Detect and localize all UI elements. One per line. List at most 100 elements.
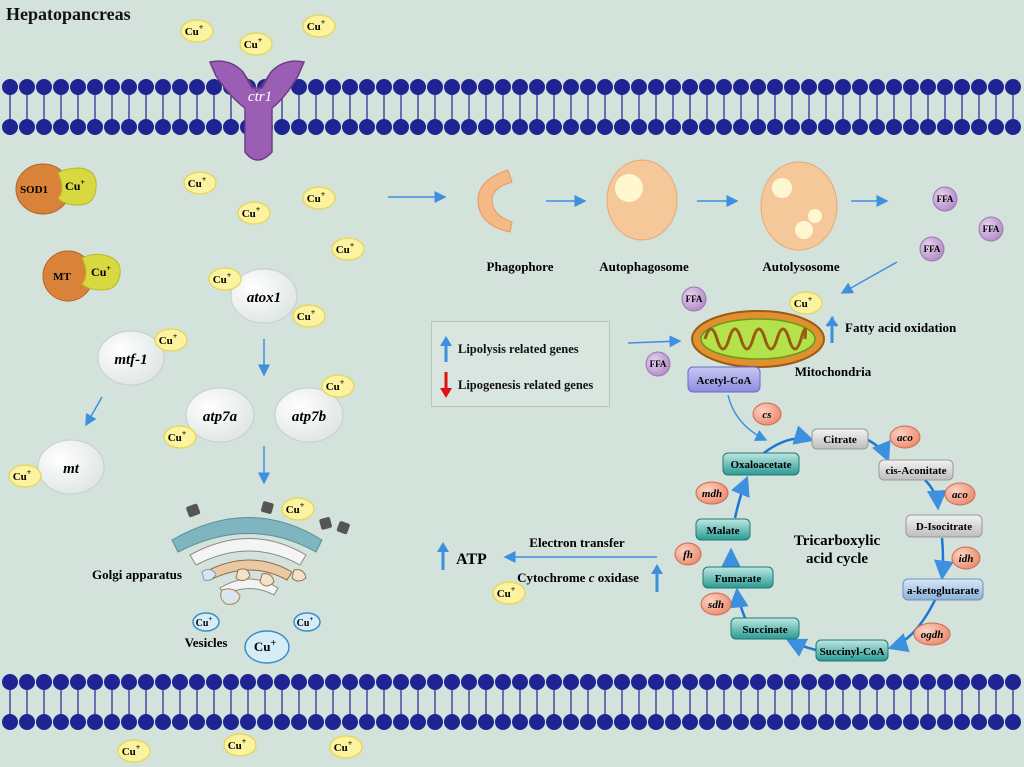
autophagy-stages: Phagophore Autophagosome Autolysosome (477, 159, 840, 274)
copper-ion: Cu+ (239, 32, 273, 56)
copper-ion: Cu+ (237, 201, 271, 225)
enzyme-aco-1: aco (889, 425, 921, 449)
enzyme-cs: cs (752, 402, 782, 426)
svg-text:aco: aco (897, 432, 913, 444)
copper-ion: Cu+ (223, 733, 257, 757)
metabolite-succinyl-coa: Succinyl-CoA (815, 639, 889, 662)
enzyme-mdh: mdh (695, 481, 729, 505)
svg-text:cs: cs (762, 409, 771, 421)
copper-ion: Cu+ (281, 497, 315, 521)
svg-text:FFA: FFA (937, 194, 954, 204)
enzyme-fh: fh (674, 542, 702, 566)
svg-text:Citrate: Citrate (823, 434, 857, 446)
phagophore-shape (477, 169, 513, 233)
electron-transfer-label: Electron transfer (529, 535, 625, 550)
bound-copper-label: Cu+ (91, 264, 111, 279)
gene-mtf-1: mtf-1 (97, 330, 165, 386)
metabolite-oxaloacetate: Oxaloacetate (722, 452, 800, 476)
legend-down: Lipogenesis related genes (440, 372, 593, 398)
vesicle-copper: Cu+ (192, 612, 220, 632)
svg-text:D-Isocitrate: D-Isocitrate (916, 521, 972, 533)
metabolite-cis-aconitate: cis-Aconitate (878, 459, 954, 481)
metabolite-citrate: Citrate (811, 428, 869, 450)
svg-text:Fumarate: Fumarate (715, 573, 762, 585)
golgi-label: Golgi apparatus (92, 567, 182, 582)
metabolite-a-ketoglutarate: a-ketoglutarate (902, 578, 984, 601)
autophagosome-shape (606, 159, 678, 241)
copper-ions: Cu+Cu+Cu+Cu+Cu+Cu+Cu+Cu+Cu+Cu+Cu+Cu+Cu+C… (8, 14, 823, 763)
atp-label: ATP (456, 551, 487, 568)
svg-text:FFA: FFA (650, 359, 667, 369)
svg-text:Fatty acid oxidation: Fatty acid oxidation (845, 320, 957, 335)
svg-text:mt: mt (63, 461, 80, 477)
vesicles-label: Vesicles (185, 635, 228, 650)
svg-text:ogdh: ogdh (921, 629, 944, 641)
svg-text:Acetyl-CoA: Acetyl-CoA (697, 375, 752, 387)
svg-text:Cu+: Cu+ (297, 615, 314, 629)
gene-mt: mt (37, 439, 105, 495)
svg-text:FFA: FFA (924, 244, 941, 254)
legend-up: Lipolysis related genes (440, 336, 579, 362)
copper-ion: Cu+ (180, 19, 214, 43)
svg-text:mtf-1: mtf-1 (114, 352, 147, 368)
ctr1-transporter: ctr1 (208, 60, 306, 161)
svg-text:sdh: sdh (707, 599, 724, 611)
ctr1-label: ctr1 (248, 89, 272, 105)
svg-text:FFA: FFA (686, 294, 703, 304)
svg-text:atp7b: atp7b (292, 409, 327, 425)
fatty-acid-oxidation: Fatty acid oxidation (825, 315, 957, 343)
electron-transport: Electron transfer Cytochrome c oxidase A… (437, 535, 663, 592)
ffa-molecule: FFA (645, 351, 671, 377)
sod1-label: SOD1 (20, 184, 48, 196)
svg-text:Oxaloacetate: Oxaloacetate (730, 459, 791, 471)
ffa-molecule: FFA (681, 286, 707, 312)
copper-ion: Cu+ (154, 328, 188, 352)
svg-text:fh: fh (683, 549, 693, 561)
svg-text:atp7a: atp7a (203, 409, 238, 425)
copper-ion: Cu+ (789, 291, 823, 315)
copper-ion: Cu+ (208, 267, 242, 291)
copper-ion: Cu+ (331, 237, 365, 261)
gene-atp7a: atp7a (185, 387, 255, 443)
metabolite-d-isocitrate: D-Isocitrate (905, 514, 983, 538)
gene-atox1: atox1 (230, 268, 298, 324)
enzyme-ogdh: ogdh (913, 622, 951, 646)
metabolite-malate: Malate (695, 518, 751, 541)
ffa-molecule: FFA (932, 186, 958, 212)
copper-ion: Cu+ (492, 581, 526, 605)
membrane-bottom (2, 674, 1021, 730)
copper-ion: Cu+ (183, 171, 217, 195)
pathway-arrows (85, 191, 898, 485)
tca-cycle: Tricarboxylic acid cycle (721, 425, 954, 657)
enzyme-sdh: sdh (700, 592, 732, 616)
autophagosome-label: Autophagosome (599, 259, 689, 274)
autolysosome-label: Autolysosome (762, 259, 840, 274)
svg-text:idh: idh (959, 553, 974, 565)
legend-box: Lipolysis related genes Lipogenesis rela… (431, 321, 610, 407)
tca-title-line2: acid cycle (806, 551, 868, 567)
mitochondrion: Mitochondria (691, 310, 872, 379)
mt-protein: MT (42, 250, 121, 302)
gene-atp7b: atp7b (274, 387, 344, 443)
down-arrow-icon (440, 372, 452, 398)
svg-text:Malate: Malate (707, 525, 740, 537)
diagram-title: Hepatopancreas (6, 4, 131, 24)
copper-ion: Cu+ (117, 739, 151, 763)
svg-text:a-ketoglutarate: a-ketoglutarate (907, 585, 979, 597)
svg-text:cis-Aconitate: cis-Aconitate (885, 465, 946, 477)
phagophore-label: Phagophore (487, 259, 554, 274)
svg-text:Cu+: Cu+ (196, 615, 213, 629)
golgi-apparatus: Golgi apparatus Vesicles (92, 501, 350, 650)
svg-text:Succinyl-CoA: Succinyl-CoA (820, 646, 885, 658)
copper-ion: Cu+ (329, 735, 363, 759)
membrane-top (2, 79, 1021, 135)
copper-ion: Cu+ (292, 304, 326, 328)
svg-text:aco: aco (952, 489, 968, 501)
ffa-molecules: FFA FFA FFA FFA FFA (645, 186, 1004, 377)
acetyl-coa-box: Acetyl-CoA (687, 366, 761, 393)
ffa-molecule: FFA (978, 216, 1004, 242)
bound-copper-label: Cu+ (65, 178, 85, 193)
cyt-c-oxidase-label: Cytochrome c oxidase (517, 570, 639, 585)
copper-ion: Cu+ (8, 464, 42, 488)
